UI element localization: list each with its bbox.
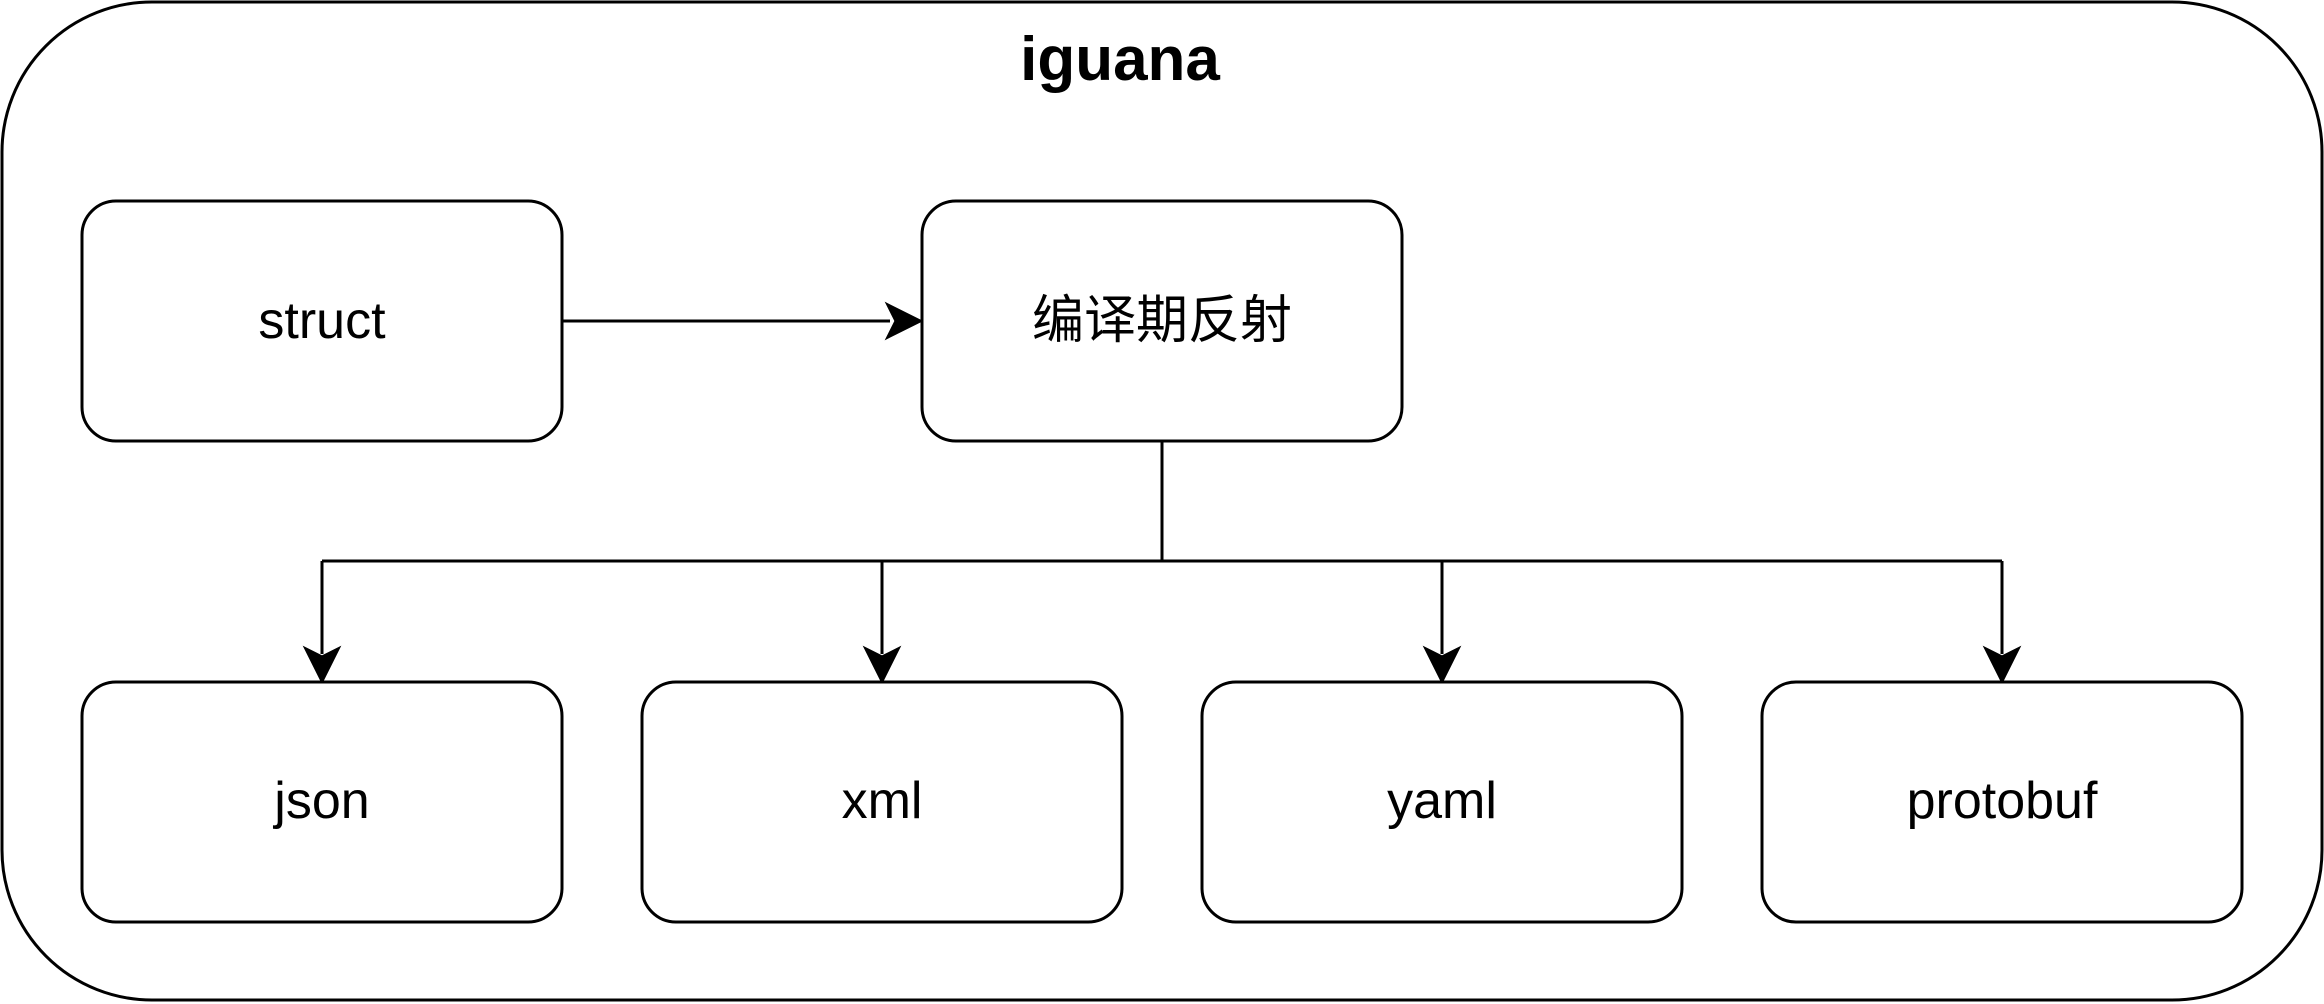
- node-reflection: 编译期反射: [920, 199, 1404, 443]
- node-xml-box: [640, 680, 1124, 924]
- node-yaml: yaml: [1200, 680, 1684, 924]
- node-reflection-label: 编译期反射: [1032, 292, 1292, 350]
- node-struct: struct: [80, 199, 564, 443]
- node-json-label: json: [272, 772, 369, 830]
- node-yaml-box: [1200, 680, 1684, 924]
- node-xml-label: xml: [842, 772, 923, 830]
- node-json-box: [80, 680, 564, 924]
- node-struct-label: struct: [258, 292, 386, 350]
- container-title: iguana: [1020, 25, 1220, 94]
- node-protobuf: protobuf: [1760, 680, 2244, 924]
- node-xml: xml: [640, 680, 1124, 924]
- node-yaml-label: yaml: [1387, 772, 1497, 830]
- arrowhead-json: [302, 645, 342, 685]
- node-json: json: [80, 680, 564, 924]
- node-reflection-box: [920, 199, 1404, 443]
- arrowhead-reflection: [884, 301, 924, 341]
- node-protobuf-box: [1760, 680, 2244, 924]
- node-struct-box: [80, 199, 564, 443]
- edges: [302, 301, 2022, 685]
- arrowhead-protobuf: [1982, 645, 2022, 685]
- arrowhead-yaml: [1422, 645, 1462, 685]
- node-protobuf-label: protobuf: [1907, 772, 2098, 830]
- arrowhead-xml: [862, 645, 902, 685]
